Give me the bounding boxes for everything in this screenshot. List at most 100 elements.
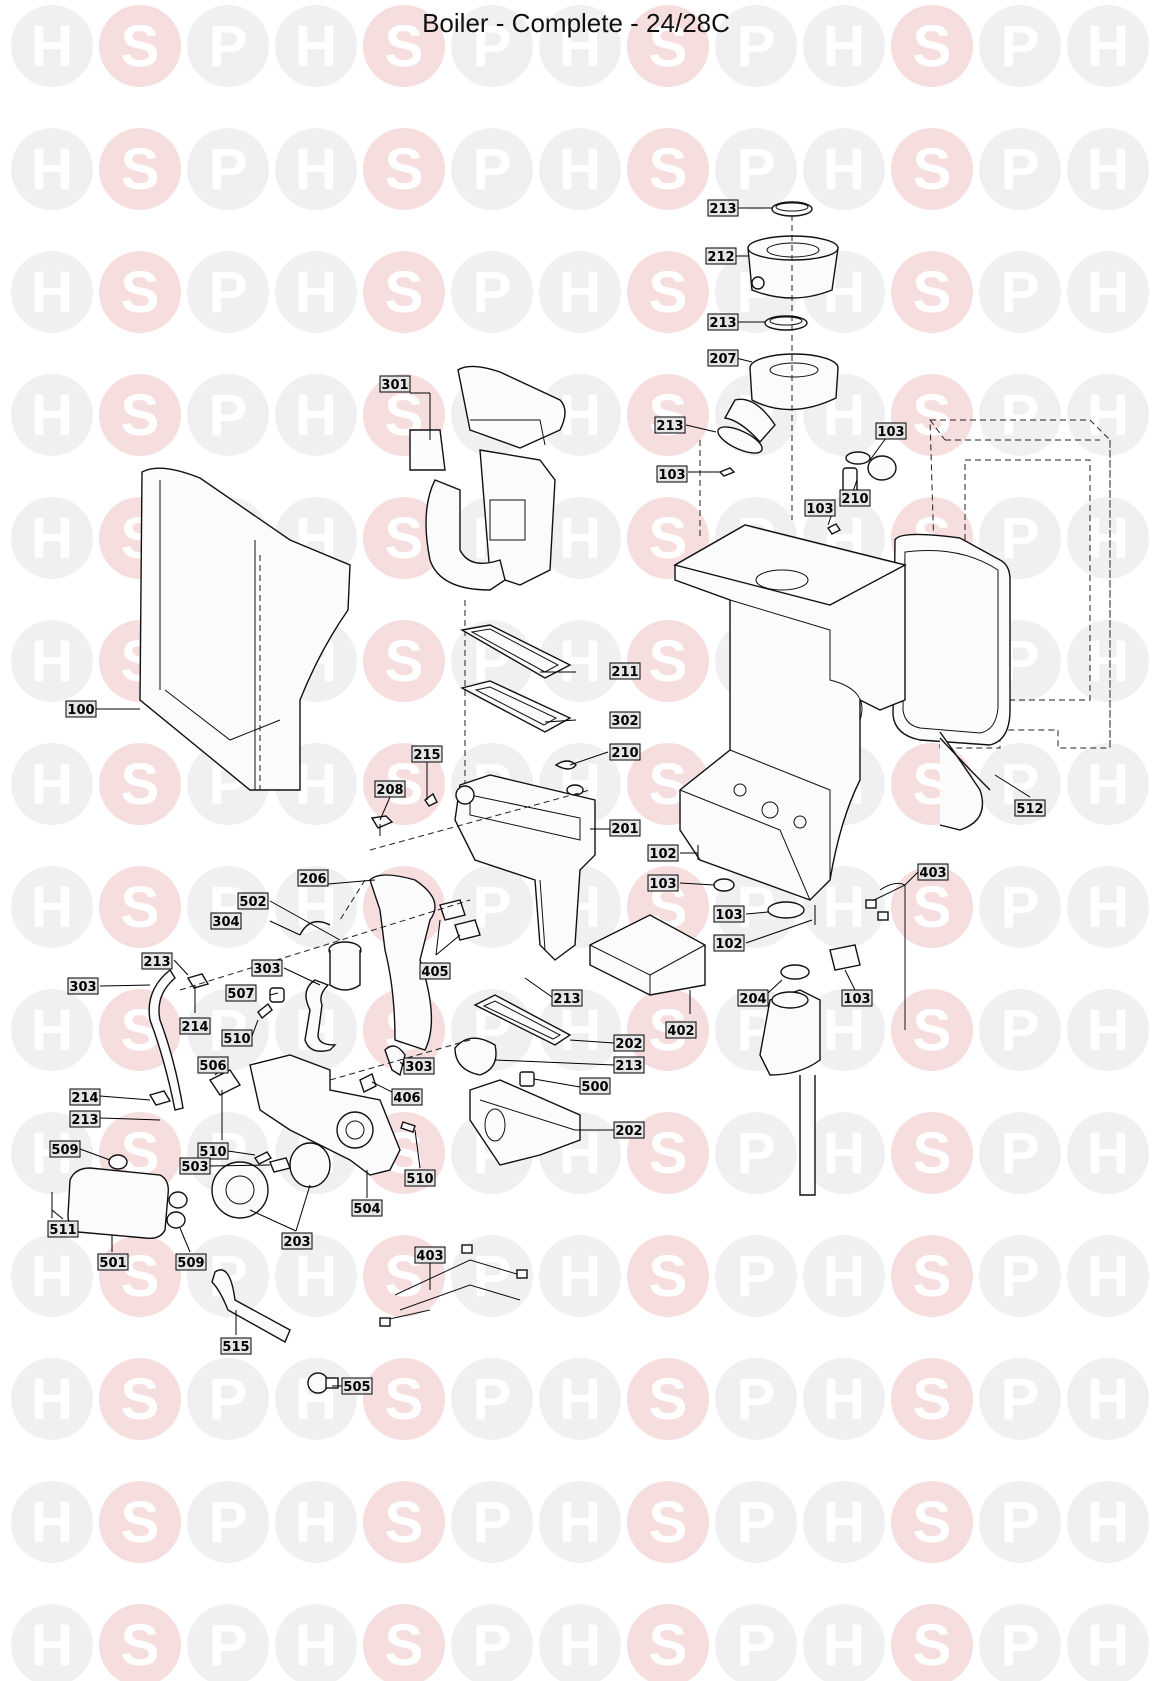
watermark-circle (539, 620, 621, 702)
watermark-circle (539, 1358, 621, 1440)
watermark-letter: S (649, 137, 688, 202)
watermark-circle (11, 1481, 93, 1563)
watermark-circle (539, 1604, 621, 1681)
svg-text:510: 510 (199, 1145, 226, 1160)
watermark-circle (363, 497, 445, 579)
clip-510 (253, 1002, 416, 1165)
watermark-circle (539, 1481, 621, 1563)
part-label: 507 (225, 984, 257, 1002)
watermark-circle (979, 866, 1061, 948)
watermark-letter: H (559, 1490, 601, 1555)
flow-pipe-206 (369, 874, 436, 1051)
watermark-letter: P (473, 1613, 512, 1678)
watermark-letter: H (295, 1490, 337, 1555)
watermark-circle (11, 1604, 93, 1681)
watermark-circle (891, 1112, 973, 1194)
svg-text:213: 213 (656, 419, 683, 434)
part-label: 303 (251, 959, 283, 977)
part-label: 403 (917, 863, 949, 881)
watermark-circle (979, 989, 1061, 1071)
wiring-loom-bottom (379, 1244, 528, 1327)
watermark-letter: P (1001, 260, 1040, 325)
watermark-letter: P (209, 14, 248, 79)
watermark-letter: H (31, 14, 73, 79)
watermark-letter: H (31, 1490, 73, 1555)
svg-text:403: 403 (919, 866, 946, 881)
watermark-letter: P (1001, 383, 1040, 448)
svg-text:402: 402 (667, 1024, 694, 1039)
clip-103-f (829, 944, 861, 971)
watermark-letter: P (737, 1613, 776, 1678)
svg-text:103: 103 (715, 908, 742, 923)
watermark-letter: S (913, 998, 952, 1063)
watermark-letter: H (559, 629, 601, 694)
part-label: 206 (297, 869, 329, 887)
watermark-letter: P (473, 137, 512, 202)
watermark-circle (363, 1481, 445, 1563)
svg-text:406: 406 (393, 1091, 420, 1106)
watermark-circle (187, 128, 269, 210)
seal-103-d (713, 878, 735, 892)
watermark-letter: S (649, 1121, 688, 1186)
watermark-circle (275, 5, 357, 87)
gauge-505 (307, 1372, 339, 1394)
svg-text:403: 403 (416, 1249, 443, 1264)
valve-507 (269, 987, 285, 1003)
sensor-500 (519, 1071, 535, 1087)
watermark-circle (99, 128, 181, 210)
watermark-circle (451, 251, 533, 333)
watermark-letter: S (913, 137, 952, 202)
part-label: 213 (69, 1110, 101, 1128)
watermark-letter: P (737, 1367, 776, 1432)
watermark-circle (1067, 374, 1149, 456)
part-label: 503 (179, 1157, 211, 1175)
sump-202 (469, 1079, 581, 1166)
watermark-circle (1067, 128, 1149, 210)
watermark-letter: S (385, 1490, 424, 1555)
watermark-letter: H (1087, 752, 1129, 817)
watermark-circle (979, 374, 1061, 456)
watermark-letter: S (121, 260, 160, 325)
watermark-letter: H (823, 1490, 865, 1555)
watermark-letter: H (1087, 14, 1129, 79)
watermark-letter: H (559, 506, 601, 571)
watermark-letter: S (649, 506, 688, 571)
front-case-panel (139, 467, 351, 791)
watermark-letter: S (649, 1367, 688, 1432)
watermark-letter: P (1001, 1121, 1040, 1186)
svg-text:213: 213 (709, 202, 736, 217)
watermark-circle (363, 128, 445, 210)
watermark-letter: H (1087, 1121, 1129, 1186)
watermark-letter: S (121, 752, 160, 817)
part-label: 213 (141, 952, 173, 970)
svg-text:512: 512 (1016, 802, 1043, 817)
pipe-304 (299, 921, 331, 936)
watermark-letter: P (473, 14, 512, 79)
clip-214-a (186, 973, 210, 989)
watermark-letter: P (473, 875, 512, 940)
watermark-letter: H (31, 1367, 73, 1432)
watermark-circle (891, 5, 973, 87)
watermark-letter: H (559, 383, 601, 448)
watermark-letter: S (649, 14, 688, 79)
watermark-circle (1067, 1235, 1149, 1317)
watermark-circle (891, 128, 973, 210)
svg-text:303: 303 (405, 1060, 432, 1075)
watermark-letter: P (737, 14, 776, 79)
part-label: 213 (654, 416, 686, 434)
watermark-letter: P (473, 1490, 512, 1555)
watermark-letter: S (649, 629, 688, 694)
svg-text:214: 214 (71, 1091, 98, 1106)
svg-text:214: 214 (181, 1020, 208, 1035)
part-label: 103 (647, 874, 679, 892)
watermark-letter: H (31, 137, 73, 202)
watermark-circle (715, 1481, 797, 1563)
watermark-letter: S (121, 1613, 160, 1678)
pipe-303-right (384, 1045, 406, 1077)
siphon-204 (759, 964, 821, 1196)
watermark-letter: P (209, 137, 248, 202)
watermark-circle (891, 989, 973, 1071)
valve-506 (208, 1069, 242, 1140)
watermark-letter: S (913, 14, 952, 79)
watermark-circle (1067, 251, 1149, 333)
